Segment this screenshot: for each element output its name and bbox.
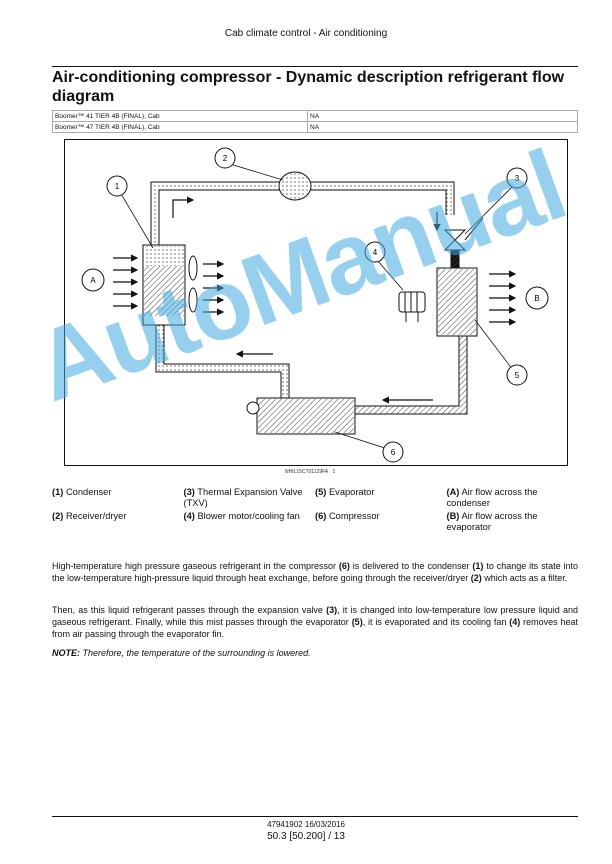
callout-label: 2 (223, 154, 228, 163)
callout-6: 6 (382, 441, 404, 463)
model-cell: Boomer™ 41 TIER 4B (FINAL), Cab (52, 110, 308, 122)
paragraph-2: Then, as this liquid refrigerant passes … (52, 604, 578, 640)
legend-row: (2) Receiver/dryer (4) Blower motor/cool… (52, 511, 578, 535)
callout-5: 5 (506, 364, 528, 386)
airflow-a-arrows (113, 254, 225, 316)
text-run: which acts as a filter. (481, 573, 568, 583)
legend-key: (3) (183, 487, 195, 497)
legend-text: Receiver/dryer (65, 511, 127, 521)
low-pressure-pipe (155, 325, 468, 415)
legend-item: (6) Compressor (315, 511, 447, 535)
legend-key: (A) (446, 487, 460, 497)
legend-row: (1) Condenser (3) Thermal Expansion Valv… (52, 487, 578, 511)
legend-item: (4) Blower motor/cooling fan (184, 511, 316, 535)
text-run: is delivered to the condenser (349, 561, 473, 571)
footer-page-number: 50.3 [50.200] / 13 (267, 831, 345, 842)
callout-label: 5 (515, 371, 520, 380)
value-cell: NA (307, 121, 578, 133)
legend-item: (B) Air flow across the evaporator (447, 511, 579, 535)
callout-label: 6 (391, 448, 396, 457)
callout-b: B (525, 286, 549, 310)
blower-motor-icon (398, 291, 426, 322)
legend-item: (5) Evaporator (315, 487, 447, 511)
legend-text: Blower motor/cooling fan (197, 511, 300, 521)
callout-4: 4 (364, 241, 386, 263)
paragraph-1: High-temperature high pressure gaseous r… (52, 560, 578, 584)
legend-key: (1) (52, 487, 64, 497)
callout-label: 1 (115, 182, 120, 191)
legend-text: Air flow across the evaporator (446, 511, 538, 532)
legend-key: (B) (446, 511, 460, 521)
footer-rule (52, 816, 578, 817)
ref-bold: (6) (338, 561, 350, 571)
callout-1: 1 (106, 175, 128, 197)
legend-item: (1) Condenser (52, 487, 184, 511)
title-rule (52, 66, 578, 67)
legend-text: Thermal Expansion Valve (TXV) (183, 487, 303, 508)
figure-legend: (1) Condenser (3) Thermal Expansion Valv… (52, 487, 578, 535)
text-run: to change its state into the low-tempera… (52, 561, 578, 583)
model-cell: Boomer™ 47 TIER 4B (FINAL), Cab (52, 121, 308, 133)
legend-text: Air flow across the condenser (446, 487, 538, 508)
legend-text: Condenser (65, 487, 112, 497)
applicability-table: Boomer™ 41 TIER 4B (FINAL), Cab NA Boome… (52, 110, 578, 133)
text-run: , it is changed into low-temperature low… (52, 605, 578, 627)
callout-3: 3 (506, 167, 528, 189)
page-header: Cab climate control - Air conditioning (224, 28, 388, 39)
diagram-svg: 1 2 3 4 5 6 A B (81, 147, 549, 463)
ref-bold: (4) (509, 617, 521, 627)
expansion-valve-icon (443, 217, 484, 251)
callout-a: A (81, 268, 105, 292)
callout-label: 3 (515, 174, 520, 183)
ref-bold: (3) (326, 605, 338, 615)
text-run: , it is evaporated and its cooling fan (362, 617, 510, 627)
callout-label: B (534, 294, 539, 303)
table-row: Boomer™ 41 TIER 4B (FINAL), Cab NA (52, 110, 578, 122)
flow-arrows (172, 196, 441, 404)
page-title: Air-conditioning compressor - Dynamic de… (52, 69, 565, 105)
legend-key: (5) (315, 487, 327, 497)
note-label: NOTE: (52, 648, 80, 658)
ref-bold: (2) (470, 573, 482, 583)
refrigerant-flow-diagram: 1 2 3 4 5 6 A B (64, 139, 568, 466)
text-run: removes heat from air passing through th… (52, 617, 579, 639)
callout-label: A (90, 276, 96, 285)
legend-item: (A) Air flow across the condenser (447, 487, 579, 511)
note: NOTE: Therefore, the temperature of the … (52, 648, 578, 658)
callout-label: 4 (373, 248, 378, 257)
ref-bold: (5) (351, 617, 363, 627)
legend-item: (2) Receiver/dryer (52, 511, 184, 535)
footer-doc-id: 47941902 16/03/2016 (267, 820, 345, 829)
figure-reference: NHIL15CT01129FA 1 (285, 469, 335, 475)
condenser-fan-icon (188, 255, 198, 313)
figure-number: 1 (332, 469, 336, 475)
legend-item: (3) Thermal Expansion Valve (TXV) (184, 487, 316, 511)
legend-key: (6) (315, 511, 327, 521)
text-run: Then, as this liquid refrigerant passes … (52, 605, 327, 615)
table-row: Boomer™ 47 TIER 4B (FINAL), Cab NA (52, 121, 578, 133)
legend-text: Compressor (328, 511, 380, 521)
ref-bold: (1) (472, 561, 484, 571)
legend-key: (4) (183, 511, 195, 521)
legend-text: Evaporator (328, 487, 375, 497)
text-run: High-temperature high pressure gaseous r… (52, 561, 339, 571)
evaporator (436, 267, 478, 337)
callout-2: 2 (214, 147, 236, 169)
value-cell: NA (307, 110, 578, 122)
callout-leaders (119, 163, 514, 449)
legend-key: (2) (52, 511, 64, 521)
figure-code: NHIL15CT01129FA (285, 469, 329, 475)
airflow-b-arrows (489, 270, 517, 326)
compressor (246, 397, 356, 435)
condenser (142, 244, 186, 326)
note-text: Therefore, the temperature of the surrou… (80, 648, 311, 658)
